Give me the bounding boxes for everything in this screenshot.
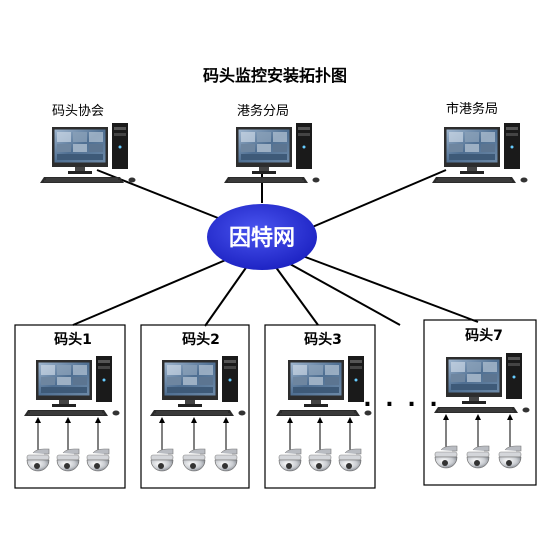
link-dock-3	[274, 265, 319, 326]
top-node-label: 码头协会	[52, 104, 104, 119]
dome-camera-icon	[56, 448, 80, 472]
desktop-computer-icon	[433, 352, 530, 414]
network-links	[72, 169, 479, 327]
dome-camera-icon	[466, 445, 490, 469]
link-dock-2	[204, 261, 251, 327]
dome-camera-icon	[86, 448, 110, 472]
top-node-label: 港务分局	[237, 103, 289, 119]
camera-links	[443, 414, 513, 447]
dock-label: 码头2	[182, 331, 220, 348]
desktop-computer-icon	[223, 122, 320, 184]
desktop-computer-icon	[39, 122, 136, 184]
dome-camera-icon	[498, 445, 522, 469]
top-node-port-branch: 港务分局	[223, 103, 320, 184]
link-dock-1	[72, 255, 236, 326]
desktop-computer-icon	[149, 355, 246, 417]
dock-box-3: 码头3	[264, 324, 376, 489]
internet-node: 因特网	[207, 204, 317, 270]
dock-label: 码头1	[54, 331, 92, 348]
camera-links	[35, 417, 101, 450]
dock-label: 码头3	[304, 331, 342, 348]
link-dock-7	[299, 254, 479, 323]
desktop-computer-icon	[275, 355, 372, 417]
dock-box-7: 码头7	[423, 319, 537, 486]
desktop-computer-icon	[23, 355, 120, 417]
top-node-association: 码头协会	[39, 104, 136, 184]
link-dock-ellipsis	[289, 263, 401, 326]
top-node-label: 市港务局	[446, 101, 498, 117]
top-node-city-port-bureau: 市港务局	[431, 101, 528, 184]
dock-box-2: 码头2	[140, 324, 250, 489]
dome-camera-icon	[434, 445, 458, 469]
camera-links	[287, 417, 353, 450]
more-docks-ellipsis: . . . .	[363, 387, 440, 412]
dock-label: 码头7	[465, 327, 503, 344]
dome-camera-icon	[182, 448, 206, 472]
dome-camera-icon	[150, 448, 174, 472]
dome-camera-icon	[278, 448, 302, 472]
dome-camera-icon	[338, 448, 362, 472]
camera-links	[159, 417, 229, 450]
dock-box-1: 码头1	[14, 324, 126, 489]
internet-label: 因特网	[229, 225, 295, 251]
link-top-right	[309, 169, 447, 229]
dome-camera-icon	[214, 448, 238, 472]
diagram-title: 码头监控安装拓扑图	[203, 66, 347, 85]
dome-camera-icon	[26, 448, 50, 472]
desktop-computer-icon	[431, 122, 528, 184]
dome-camera-icon	[308, 448, 332, 472]
